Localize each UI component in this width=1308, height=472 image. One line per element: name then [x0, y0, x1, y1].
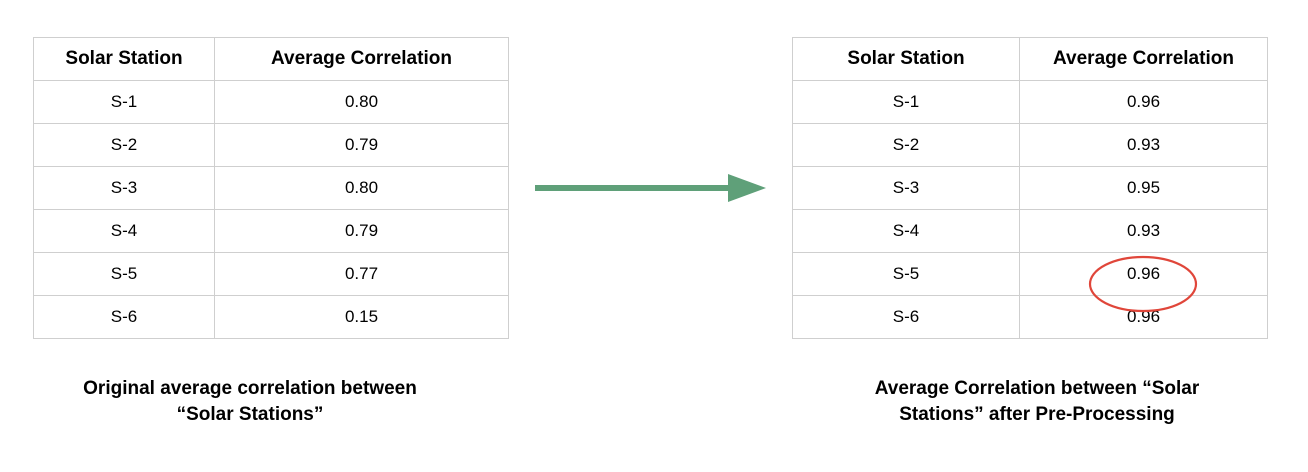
caption-line: “Solar Stations”	[176, 404, 324, 425]
table-row: S-4 0.93	[792, 209, 1268, 253]
original-correlation-panel: Solar Station Average Correlation S-1 0.…	[33, 37, 509, 339]
table-row: S-4 0.79	[33, 209, 509, 253]
column-header-correlation: Average Correlation	[1019, 37, 1268, 81]
caption-line: Original average correlation between	[83, 378, 417, 399]
caption-line: Stations” after Pre-Processing	[899, 404, 1175, 425]
correlation-cell: 0.93	[1019, 209, 1268, 253]
table-row: S-2 0.93	[792, 123, 1268, 167]
arrow-right-icon	[535, 174, 766, 202]
correlation-cell: 0.95	[1019, 166, 1268, 210]
table-header-row: Solar Station Average Correlation	[792, 37, 1268, 81]
station-cell: S-6	[792, 295, 1020, 339]
station-cell: S-3	[792, 166, 1020, 210]
station-cell: S-2	[792, 123, 1020, 167]
table-row: S-3 0.80	[33, 166, 509, 210]
preprocessed-correlation-panel: Solar Station Average Correlation S-1 0.…	[792, 37, 1268, 339]
correlation-cell: 0.80	[214, 80, 509, 124]
highlight-ellipse	[1088, 255, 1198, 313]
circle-highlight-icon	[1088, 255, 1198, 313]
caption-line: Average Correlation between “Solar	[874, 378, 1200, 399]
correlation-cell: 0.77	[214, 252, 509, 296]
column-header-station: Solar Station	[33, 37, 215, 81]
table-row: S-6 0.96	[792, 295, 1268, 339]
arrow-head	[728, 174, 766, 202]
correlation-cell: 0.79	[214, 209, 509, 253]
table-row: S-6 0.15	[33, 295, 509, 339]
station-cell: S-1	[33, 80, 215, 124]
preprocessed-correlation-caption: Average Correlation between “Solar Stati…	[820, 376, 1254, 428]
table-header-row: Solar Station Average Correlation	[33, 37, 509, 81]
station-cell: S-1	[792, 80, 1020, 124]
original-correlation-caption: Original average correlation between “So…	[33, 376, 467, 428]
correlation-cell: 0.93	[1019, 123, 1268, 167]
table-row: S-5 0.96	[792, 252, 1268, 296]
correlation-cell: 0.80	[214, 166, 509, 210]
station-cell: S-5	[33, 252, 215, 296]
station-cell: S-2	[33, 123, 215, 167]
highlighted-correlation-cell: 0.96	[1019, 252, 1268, 296]
station-cell: S-5	[792, 252, 1020, 296]
column-header-correlation: Average Correlation	[214, 37, 509, 81]
table-row: S-3 0.95	[792, 166, 1268, 210]
station-cell: S-4	[33, 209, 215, 253]
table-row: S-5 0.77	[33, 252, 509, 296]
table-row: S-2 0.79	[33, 123, 509, 167]
table-row: S-1 0.96	[792, 80, 1268, 124]
original-correlation-table: Solar Station Average Correlation S-1 0.…	[33, 37, 509, 339]
correlation-cell: 0.96	[1019, 80, 1268, 124]
station-cell: S-3	[33, 166, 215, 210]
column-header-station: Solar Station	[792, 37, 1020, 81]
station-cell: S-4	[792, 209, 1020, 253]
correlation-cell: 0.15	[214, 295, 509, 339]
correlation-cell: 0.79	[214, 123, 509, 167]
preprocessed-correlation-table: Solar Station Average Correlation S-1 0.…	[792, 37, 1268, 339]
table-row: S-1 0.80	[33, 80, 509, 124]
station-cell: S-6	[33, 295, 215, 339]
